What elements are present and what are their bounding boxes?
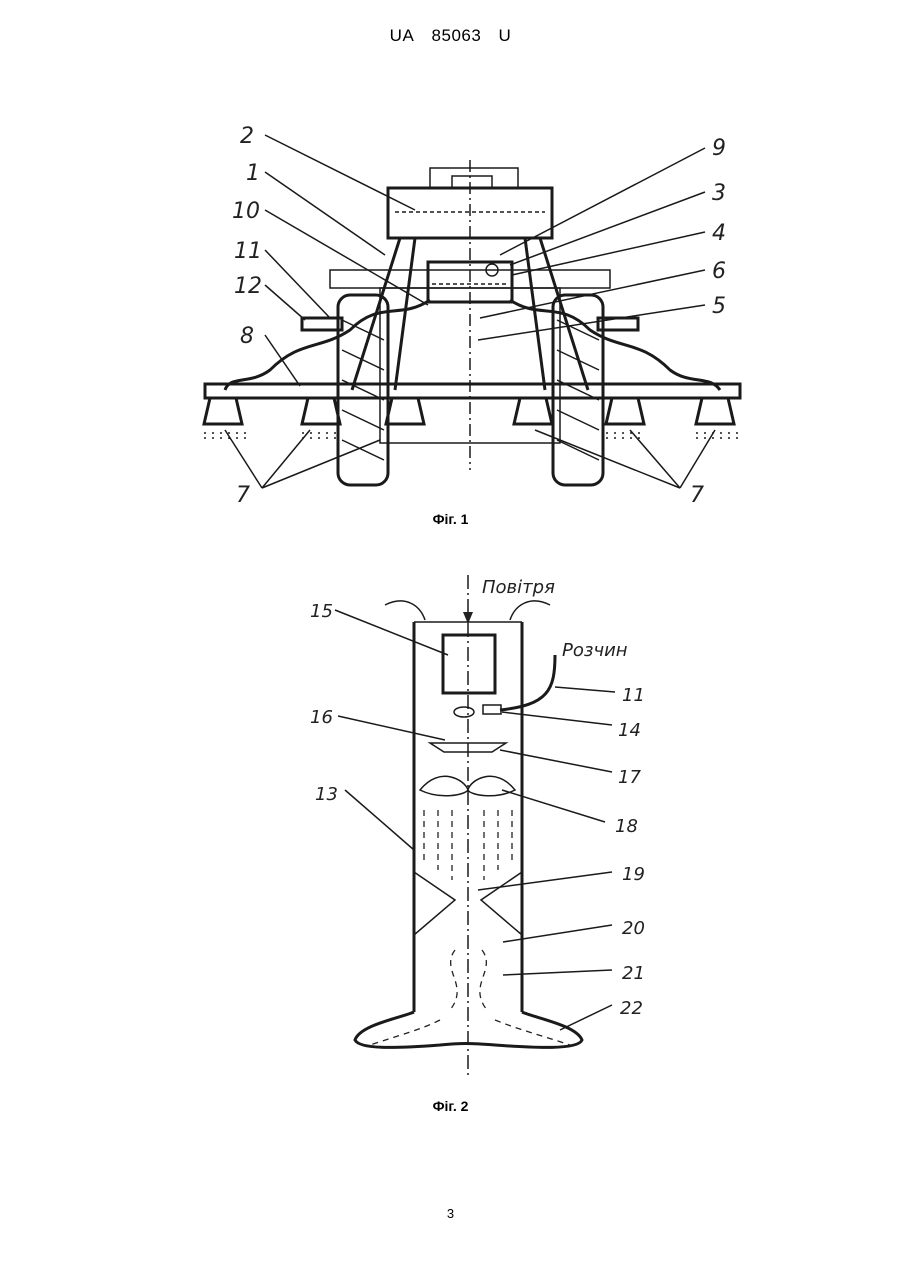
figure-2-caption: Фіг. 2 xyxy=(0,1098,901,1114)
fig2-label-17: 17 xyxy=(618,767,641,788)
fig2-label-14: 14 xyxy=(618,720,641,741)
fig2-label-15: 15 xyxy=(310,601,333,622)
fig2-label-19: 19 xyxy=(622,864,645,885)
fig2-label-22: 22 xyxy=(620,998,643,1019)
air-label: Повітря xyxy=(482,577,555,598)
fig2-label-16: 16 xyxy=(310,707,333,728)
fig2-label-18: 18 xyxy=(615,816,638,837)
fig2-label-13: 13 xyxy=(315,784,338,805)
fig2-label-11: 11 xyxy=(622,685,645,706)
solution-label: Розчин xyxy=(562,640,628,661)
page-number: 3 xyxy=(0,1206,901,1221)
fig2-label-20: 20 xyxy=(622,918,645,939)
fig2-label-21: 21 xyxy=(622,963,645,984)
